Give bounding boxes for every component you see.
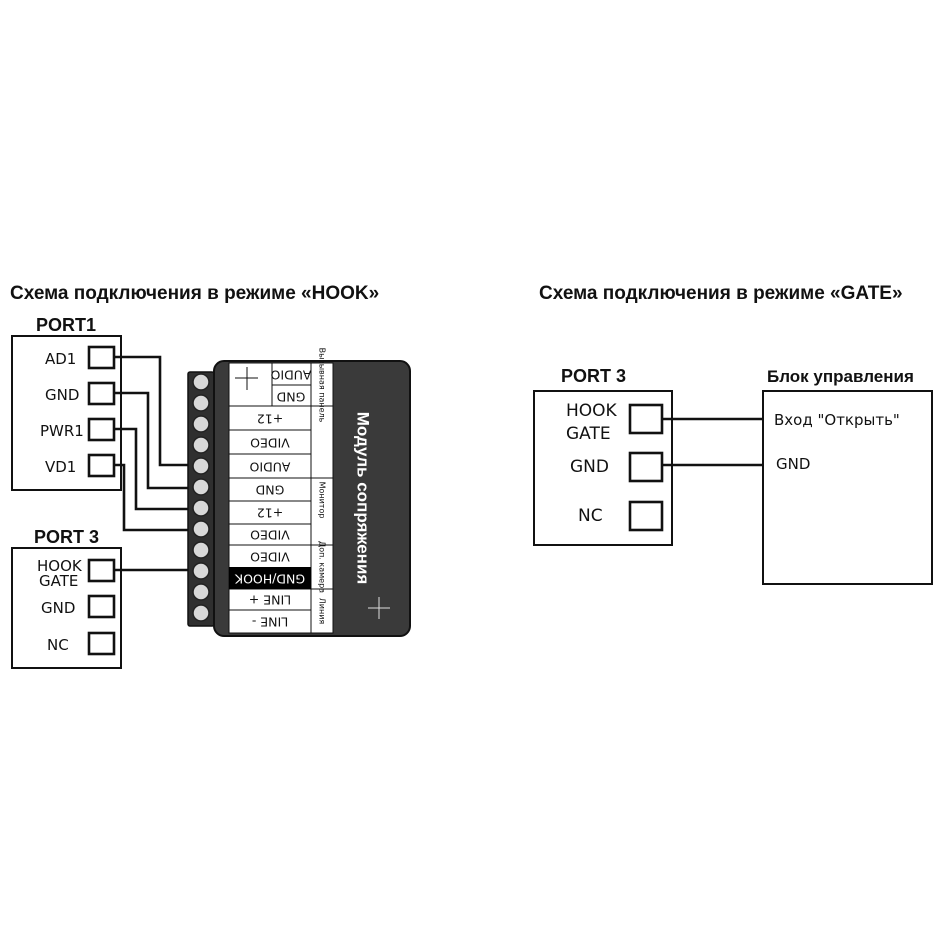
screw-11	[192, 583, 210, 601]
group-label-line: Линия	[318, 598, 327, 625]
group-label-monitor: Монитор	[318, 482, 327, 519]
hook-title: Схема подключения в режиме «HOOK»	[10, 283, 379, 304]
terminal-label-1: AUDIO	[270, 368, 311, 383]
hook-port3-pin-gnd: GND	[41, 599, 75, 617]
hook-port3-pin-hook: HOOK	[37, 557, 83, 575]
screw-3	[192, 415, 210, 433]
terminal-label-8: VIDEO	[250, 528, 290, 543]
port1-pin-gnd: GND	[45, 386, 79, 404]
screw-4	[192, 436, 210, 454]
port1-terminal-gnd	[87, 381, 116, 406]
hook-port3-terminal-hook	[87, 558, 116, 583]
screw-6	[192, 478, 210, 496]
port1-title: PORT1	[36, 315, 96, 335]
port1-terminal-pwr1	[87, 417, 116, 442]
gate-port3-title: PORT 3	[561, 366, 626, 386]
gate-port3-pin-gate: GATE	[566, 424, 611, 444]
hook-port3-pin-nc: NC	[47, 636, 69, 654]
screw-2	[192, 394, 210, 412]
gate-title: Схема подключения в режиме «GATE»	[539, 283, 903, 304]
hook-port3-terminal-nc	[87, 631, 116, 656]
wire-pwr1	[114, 427, 196, 511]
control-input-open: Вход "Открыть"	[774, 411, 900, 429]
screw-8	[192, 520, 210, 538]
gate-port3-pin-hook: HOOK	[566, 401, 618, 421]
wire-ad1	[114, 355, 196, 467]
hook-port3-terminal-gnd	[87, 594, 116, 619]
port1-terminal-ad1	[87, 345, 116, 370]
wire-gnd	[114, 391, 196, 490]
control-block-box	[762, 390, 933, 585]
gate-port3-terminal-gnd	[628, 451, 664, 483]
gate-port3-pin-gnd: GND	[570, 457, 609, 477]
control-input-gnd: GND	[776, 455, 810, 473]
gate-port3-pin-nc: NC	[578, 506, 603, 526]
screw-12	[192, 604, 210, 622]
port1-pin-vd1: VD1	[45, 458, 76, 476]
gate-port3-terminal-hook	[628, 403, 664, 435]
screw-5	[192, 457, 210, 475]
screw-9	[192, 541, 210, 559]
terminal-label-9: VIDEO	[250, 550, 290, 565]
terminal-label-7: +12	[257, 506, 283, 521]
terminal-label-11: LINE +	[249, 593, 291, 608]
screw-7	[192, 499, 210, 517]
port1-terminal-vd1	[87, 453, 116, 478]
group-label-camera: Доп. камера	[318, 541, 327, 593]
gate-port3-terminal-nc	[628, 500, 664, 532]
terminal-label-6: GND	[256, 483, 285, 498]
wire-vd1	[114, 463, 196, 532]
terminal-label-12: LINE -	[252, 615, 288, 630]
hook-port3-pin-gate: GATE	[39, 572, 78, 590]
control-block-title: Блок управления	[767, 367, 914, 386]
module-title: Модуль сопряжения	[354, 412, 373, 585]
group-label-panel: Вызывная панель	[318, 348, 327, 423]
terminal-label-3: +12	[257, 412, 283, 427]
terminal-label-5: AUDIO	[249, 460, 290, 475]
port1-pin-pwr1: PWR1	[40, 422, 84, 440]
terminal-label-2: GND	[277, 390, 306, 405]
screw-terminals	[192, 373, 210, 622]
screw-10	[192, 562, 210, 580]
hook-port3-title: PORT 3	[34, 527, 99, 547]
terminal-highlight-gndhook	[229, 567, 311, 589]
terminal-label-10: GND/HOOK	[234, 572, 305, 587]
screw-1	[192, 373, 210, 391]
terminal-label-4: VIDEO	[250, 436, 290, 451]
port1-pin-ad1: AD1	[45, 350, 76, 368]
